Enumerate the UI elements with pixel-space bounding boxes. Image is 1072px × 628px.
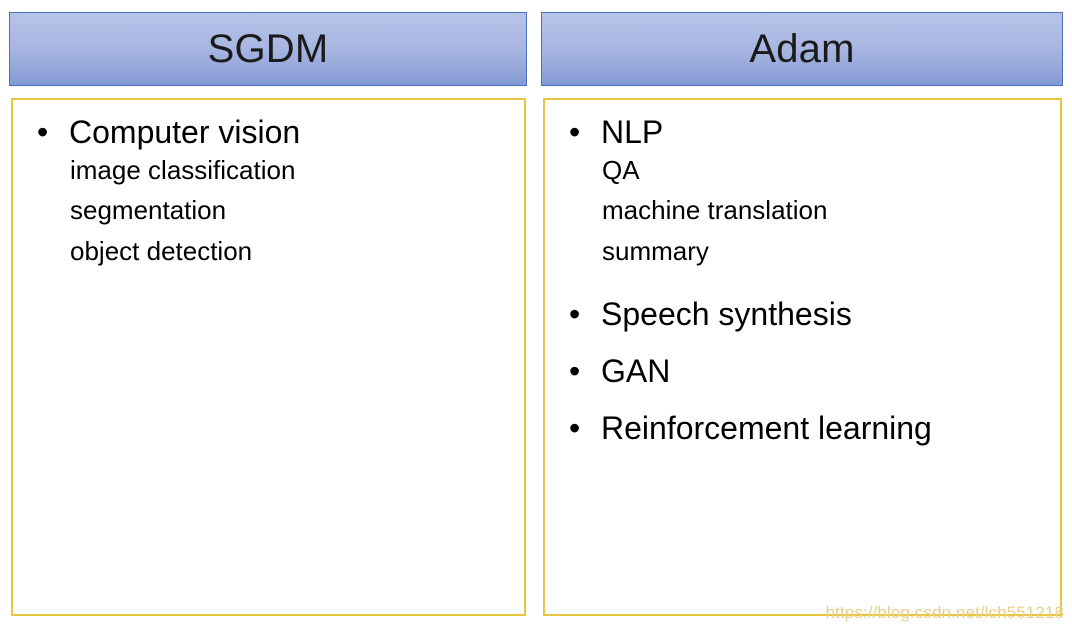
list-item-label: machine translation [602,195,828,226]
list-item-sub: QA [555,153,1050,187]
list-item-label: Reinforcement learning [601,409,932,446]
list-item: • Reinforcement learning [555,408,1050,449]
spacer [555,392,1050,408]
list-item-label: QA [602,154,640,185]
list-item-label: object detection [70,235,253,266]
list-item-label: summary [602,235,709,266]
column-header-title-adam: Adam [749,27,855,71]
bullet-icon: • [569,409,581,446]
column-header-sgdm: SGDM [9,12,527,86]
list-item-sub: machine translation [555,193,1050,227]
bullet-icon: • [569,295,581,332]
list-item: • NLP [555,112,1050,153]
spacer [555,268,1050,294]
column-header-title-sgdm: SGDM [207,27,329,71]
list-item-label: Speech synthesis [601,295,852,332]
list-item-sub: object detection [23,234,514,268]
column-header-adam: Adam [541,12,1063,86]
list-item-sub: segmentation [23,193,514,227]
bullet-icon: • [569,352,581,389]
list-item-sub: summary [555,234,1050,268]
list-item-label: GAN [601,352,671,389]
list-item-label: Computer vision [69,114,301,150]
bullet-icon: • [569,114,581,150]
column-adam: Adam • NLP QA machine translation summar… [541,0,1063,628]
column-body-adam: • NLP QA machine translation summary • [543,98,1062,616]
item-list-adam: • NLP QA machine translation summary • [555,112,1050,449]
item-list-sgdm: • Computer vision image classification s… [23,112,514,268]
list-item-label: image classification [70,154,296,185]
list-item: • GAN [555,351,1050,392]
bullet-icon: • [37,114,49,150]
column-sgdm: SGDM • Computer vision image classificat… [9,0,527,628]
list-item: • Speech synthesis [555,294,1050,335]
list-item-sub: image classification [23,153,514,187]
column-body-sgdm: • Computer vision image classification s… [11,98,526,616]
list-item-label: segmentation [70,195,227,226]
list-item-label: NLP [601,114,664,150]
list-item: • Computer vision [23,112,514,153]
spacer [555,335,1050,351]
